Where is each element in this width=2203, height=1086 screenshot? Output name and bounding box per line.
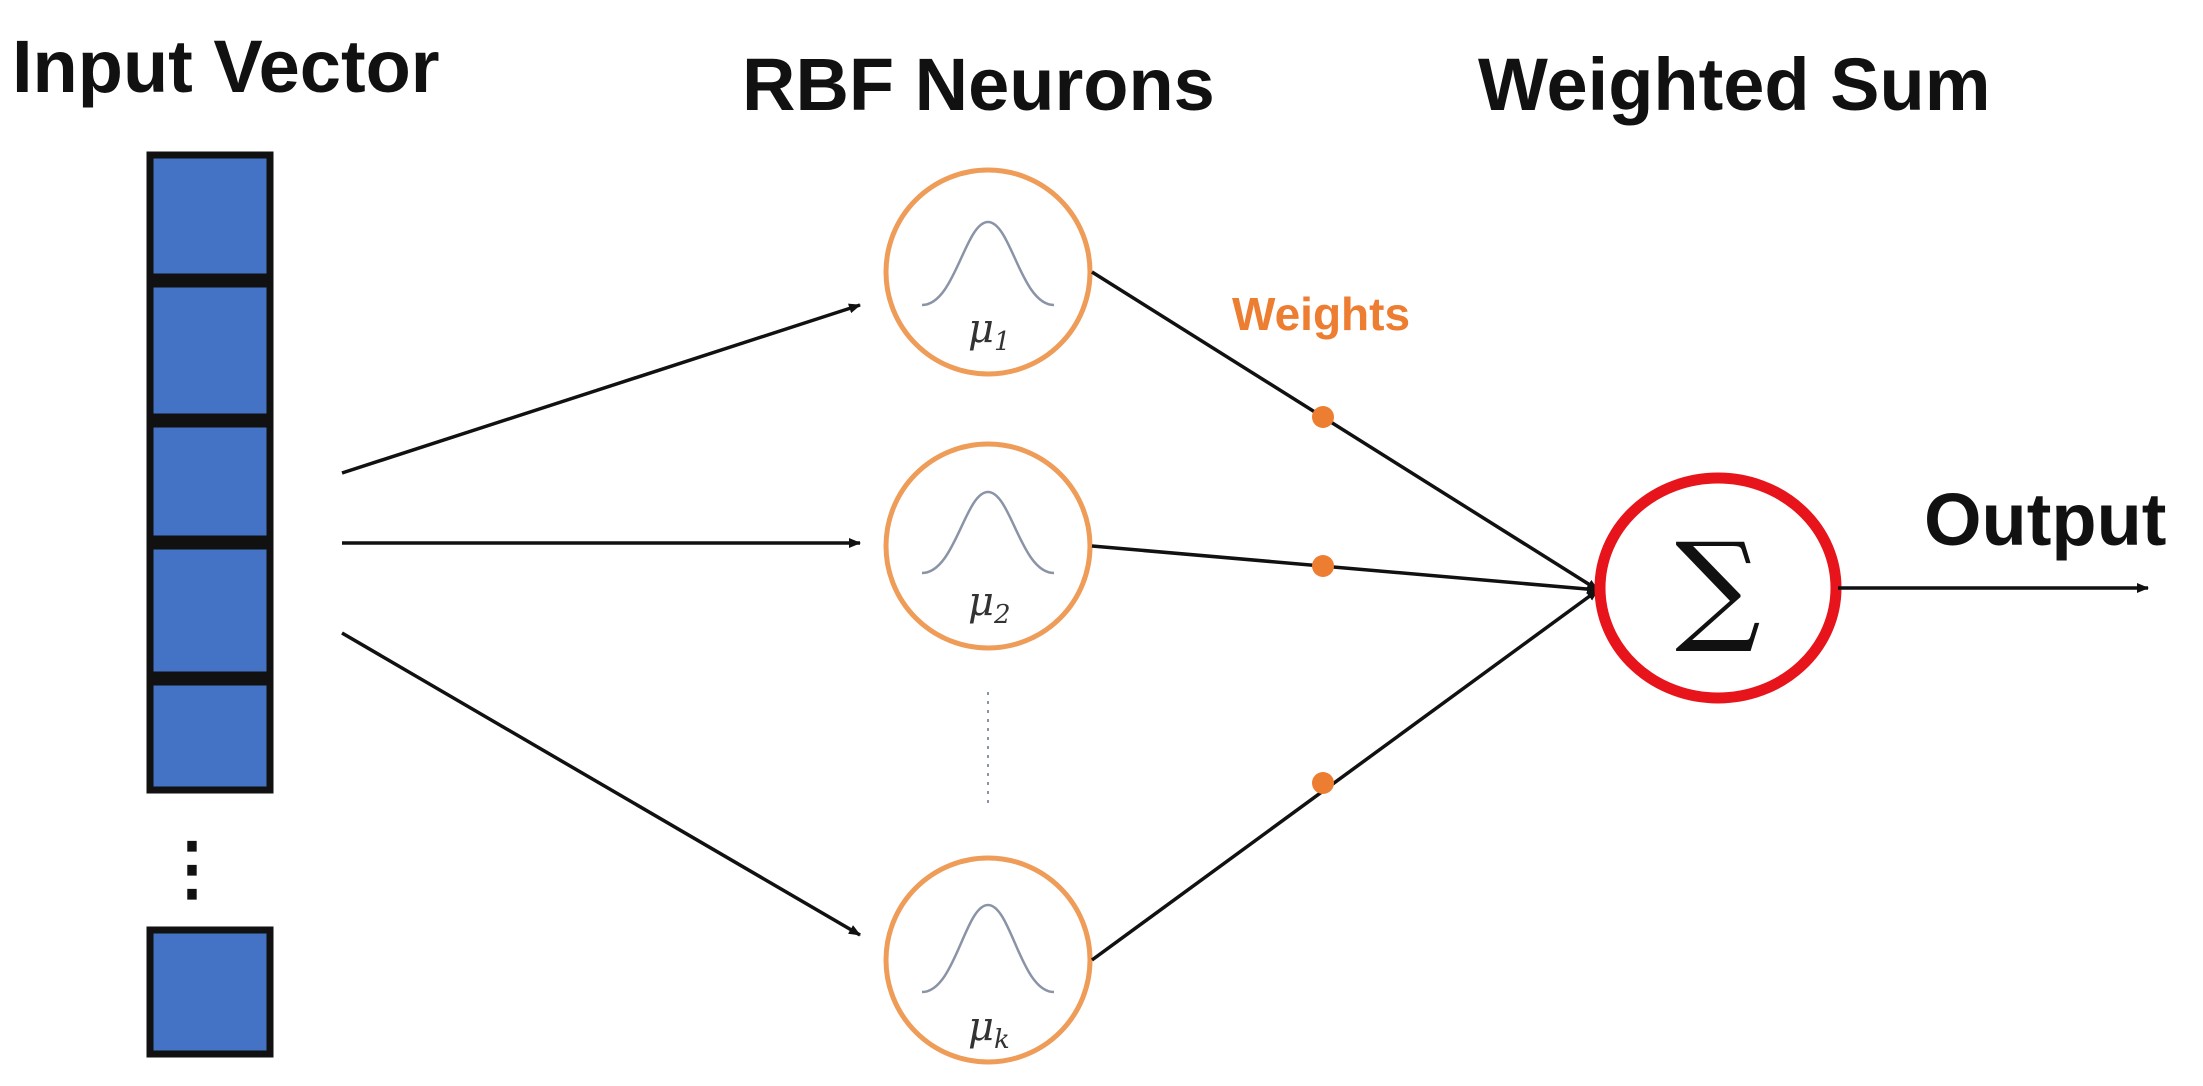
- rbf-neuron-1: μ1: [883, 167, 1093, 377]
- heading-rbf-neurons: RBF Neurons: [742, 43, 1215, 126]
- heading-output: Output: [1924, 478, 2166, 561]
- rbf-neuron-k: μk: [883, 855, 1093, 1065]
- input-cell: [146, 151, 274, 281]
- input-cell: [146, 678, 274, 794]
- neuron-mu-label: μ1: [968, 306, 1011, 357]
- gaussian-curve-icon: [921, 490, 1055, 575]
- neuron-mu-label: μk: [968, 1004, 1010, 1055]
- rbf-neuron-2: μ2: [883, 441, 1093, 651]
- neuron-circle: [883, 441, 1093, 651]
- heading-weighted-sum: Weighted Sum: [1478, 43, 1991, 126]
- weight-dot-1: [1312, 406, 1334, 428]
- weight-dot-3: [1312, 772, 1334, 794]
- weighted-sum-node: ∑: [1594, 472, 1842, 704]
- input-cell: [146, 542, 274, 679]
- weight-connection-3: [1090, 588, 1600, 962]
- input-vector: ⋮: [146, 151, 274, 1058]
- neuron-circle: [883, 855, 1093, 1065]
- sum-node-ellipse: [1594, 472, 1842, 704]
- input-arrow-1: [341, 303, 861, 475]
- input-cell-last: [146, 926, 274, 1058]
- heading-input-vector: Input Vector: [12, 25, 440, 108]
- input-cell: [146, 420, 274, 543]
- weights-label: Weights: [1232, 288, 1410, 340]
- weight-connection-2: [1091, 544, 1599, 595]
- weight-connection-1: [1091, 270, 1599, 592]
- sigma-icon: ∑: [1675, 518, 1761, 657]
- input-ellipsis: ⋮: [157, 829, 227, 907]
- input-cell: [146, 280, 274, 421]
- neuron-mu-label: μ2: [968, 579, 1011, 630]
- neuron-circle: [883, 167, 1093, 377]
- input-arrow-3: [341, 631, 861, 937]
- weight-dot-2: [1312, 555, 1334, 577]
- gaussian-curve-icon: [921, 220, 1055, 307]
- gaussian-curve-icon: [921, 903, 1055, 994]
